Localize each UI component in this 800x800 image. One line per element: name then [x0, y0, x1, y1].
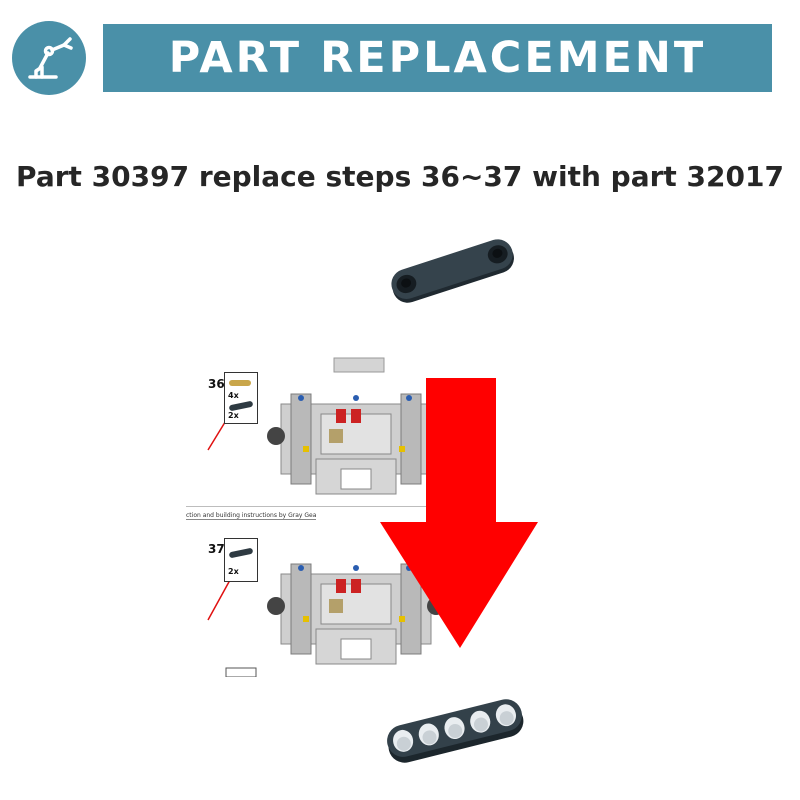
- page-title: PART REPLACEMENT: [168, 33, 707, 83]
- model-illustration: [207, 357, 446, 677]
- step-number: 37: [208, 542, 225, 556]
- quantity-label: 2x: [228, 411, 239, 420]
- page-divider: [186, 506, 431, 507]
- parts-callout: 4x 2x: [224, 372, 258, 424]
- five-hole-beam-icon: [387, 699, 524, 763]
- connector-link-icon: [229, 548, 253, 558]
- quantity-label: 2x: [228, 567, 239, 576]
- pin-icon: [229, 380, 251, 386]
- logo: [12, 21, 86, 95]
- connector-link-icon: [229, 401, 253, 411]
- step-number: 36: [208, 377, 225, 391]
- quantity-label: 4x: [228, 391, 239, 400]
- credit-text: ction and building instructions by Gray …: [186, 512, 316, 520]
- instruction-text: Part 30397 replace steps 36~37 with part…: [16, 160, 784, 193]
- header-banner: PART REPLACEMENT: [103, 24, 772, 92]
- instruction-steps: 36 4x 2x ction and building instructions…: [186, 352, 536, 677]
- down-arrow-icon: [380, 378, 538, 648]
- connector-link-icon: [391, 239, 514, 303]
- robot-arm-icon: [28, 37, 73, 79]
- parts-callout: 2x: [224, 538, 258, 582]
